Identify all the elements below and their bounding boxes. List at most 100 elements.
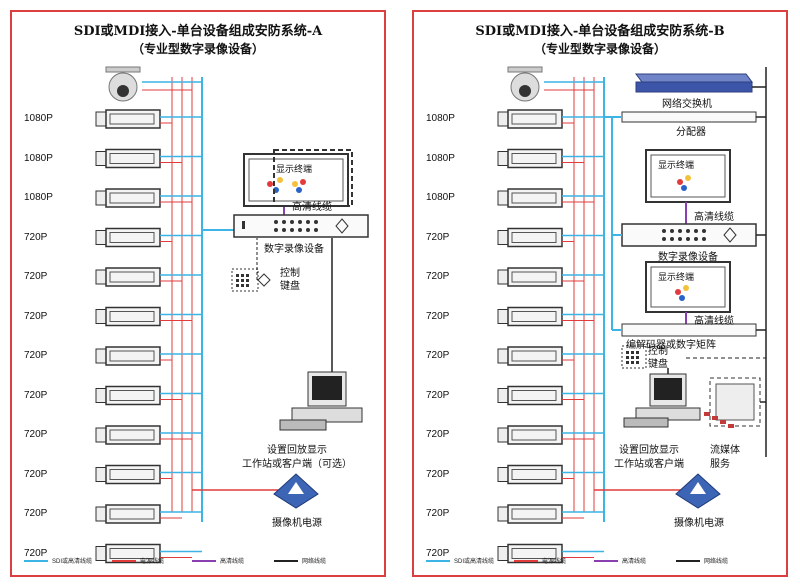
- hd-cable-label: 高清线缆: [694, 212, 734, 223]
- camera-resolution-label: 720P: [426, 271, 450, 282]
- ptz-dome-camera-icon: [507, 66, 543, 102]
- camera-resolution-label: 720P: [426, 231, 450, 243]
- camera-resolution-label: 1080P: [426, 113, 455, 124]
- panel-title: SDI或MDI接入-单台设备组成安防系统-B: [475, 24, 725, 39]
- camera-resolution-label: 720P: [426, 429, 450, 440]
- media-server-icon: [704, 377, 761, 428]
- workstation-label: 设置回放显示 工作站或客户端: [614, 445, 684, 470]
- bullet-camera-icon: [95, 543, 161, 564]
- bullet-camera-icon: [497, 227, 563, 248]
- bullet-camera-icon: [95, 267, 161, 287]
- camera-resolution-label: 720P: [24, 310, 48, 322]
- camera-resolution-label: 720P: [24, 350, 48, 361]
- display-terminal-label: 显示终端: [276, 165, 313, 175]
- bullet-camera-icon: [95, 227, 161, 248]
- distributor-label: 分配器: [676, 127, 706, 138]
- bullet-camera-icon: [497, 425, 563, 445]
- bullet-camera-icon: [95, 346, 161, 366]
- dvr-label: 数字录像设备: [264, 244, 324, 255]
- bullet-camera-icon: [497, 464, 563, 485]
- legend-sdi-label: SDI或高清线缆: [52, 559, 93, 565]
- legend-swatch-network: [676, 560, 700, 562]
- camera-resolution-label: 1080P: [24, 192, 53, 203]
- control-keyboard-icon: [231, 268, 271, 292]
- legend-swatch-sdi: [24, 560, 48, 562]
- wiring-diagram-b: [497, 66, 767, 564]
- legend-swatch-hd: [594, 560, 618, 562]
- camera-resolution-label: 720P: [24, 547, 48, 559]
- media-server-label: 流媒体 服务: [710, 445, 740, 470]
- hd-cable-label: 高清线缆: [694, 316, 734, 327]
- legend-swatch-power: [514, 560, 538, 562]
- workstation-computer-icon: [623, 373, 701, 428]
- switch-label: 网络交换机: [662, 99, 712, 110]
- camera-resolution-label: 720P: [426, 468, 450, 480]
- legend-swatch-network: [274, 560, 298, 562]
- network-switch-icon: [635, 73, 753, 93]
- keyboard-label: 控制 键盘: [280, 268, 300, 292]
- power-supply-label: 摄像机电源: [272, 518, 322, 529]
- ptz-dome-camera-icon: [105, 66, 141, 102]
- camera-resolution-label: 720P: [24, 429, 48, 440]
- bullet-camera-icon: [497, 504, 563, 524]
- hd-cable-label: 高清线缆: [292, 202, 332, 213]
- camera-resolution-label: 1080P: [426, 192, 455, 203]
- display-terminal-label: 显示终端: [658, 161, 695, 171]
- panel-title: SDI或MDI接入-单台设备组成安防系统-A: [73, 24, 323, 39]
- legend-sdi-label: SDI或高清线缆: [454, 559, 495, 565]
- camera-power-supply-icon: [273, 473, 319, 509]
- dvr-device-icon: [621, 223, 757, 247]
- bullet-camera-icon: [95, 148, 161, 169]
- display-terminal-icon: [645, 149, 731, 203]
- control-keyboard-icon: [621, 345, 647, 369]
- bullet-camera-icon: [497, 148, 563, 169]
- display-terminal-label: 显示终端: [658, 273, 695, 283]
- bullet-camera-icon: [95, 504, 161, 524]
- keyboard-label: 控制 键盘: [648, 346, 668, 370]
- dvr-device-icon: [233, 214, 369, 238]
- camera-resolution-label: 1080P: [24, 113, 53, 124]
- bullet-camera-icon: [497, 385, 563, 406]
- display-terminal-icon: [243, 149, 353, 207]
- legend-swatch-hd: [192, 560, 216, 562]
- bullet-camera-icon: [95, 385, 161, 406]
- camera-resolution-label: 720P: [426, 547, 450, 559]
- bullet-camera-icon: [95, 109, 161, 129]
- bullet-camera-icon: [497, 543, 563, 564]
- bullet-camera-icon: [497, 306, 563, 327]
- diagram-panel-a: SDI或MDI接入-单台设备组成安防系统-A （专业型数字录像设备）: [10, 10, 386, 577]
- camera-resolution-label: 720P: [24, 389, 48, 401]
- bullet-camera-icon: [95, 188, 161, 208]
- legend: SDI或高清线缆 电源线缆 高清线缆 网络线缆: [414, 554, 786, 568]
- legend-network-label: 网络线缆: [704, 559, 729, 565]
- camera-resolution-label: 1080P: [24, 152, 53, 164]
- legend-swatch-power: [112, 560, 136, 562]
- legend-power-label: 电源线缆: [140, 559, 165, 565]
- camera-resolution-label: 720P: [426, 310, 450, 322]
- camera-resolution-label: 720P: [24, 468, 48, 480]
- panel-subtitle: （专业型数字录像设备）: [533, 42, 666, 56]
- codec-matrix-label: 编解码器或数字矩阵: [626, 340, 716, 351]
- panel-subtitle: （专业型数字录像设备）: [131, 42, 264, 56]
- distributor-icon: [621, 111, 757, 123]
- camera-power-supply-icon: [675, 473, 721, 509]
- camera-resolution-label: 720P: [24, 271, 48, 282]
- bullet-camera-icon: [497, 346, 563, 366]
- legend-network-label: 网络线缆: [302, 559, 327, 565]
- bullet-camera-icon: [95, 464, 161, 485]
- camera-resolution-label: 720P: [426, 389, 450, 401]
- wiring-diagram-a: [95, 66, 369, 564]
- legend-power-label: 电源线缆: [542, 559, 567, 565]
- legend: SDI或高清线缆 电源线缆 高清线缆 网络线缆: [12, 554, 384, 568]
- workstation-label: 设置回放显示 工作站或客户端（可选）: [242, 445, 352, 470]
- legend-swatch-sdi: [426, 560, 450, 562]
- bullet-camera-icon: [497, 109, 563, 129]
- workstation-computer-icon: [279, 371, 363, 431]
- camera-resolution-label: 1080P: [426, 152, 455, 164]
- camera-resolution-label: 720P: [24, 231, 48, 243]
- power-supply-label: 摄像机电源: [674, 518, 724, 529]
- camera-resolution-label: 720P: [426, 508, 450, 519]
- dvr-label: 数字录像设备: [658, 252, 718, 263]
- codec-matrix-icon: [621, 323, 757, 337]
- bullet-camera-icon: [95, 425, 161, 445]
